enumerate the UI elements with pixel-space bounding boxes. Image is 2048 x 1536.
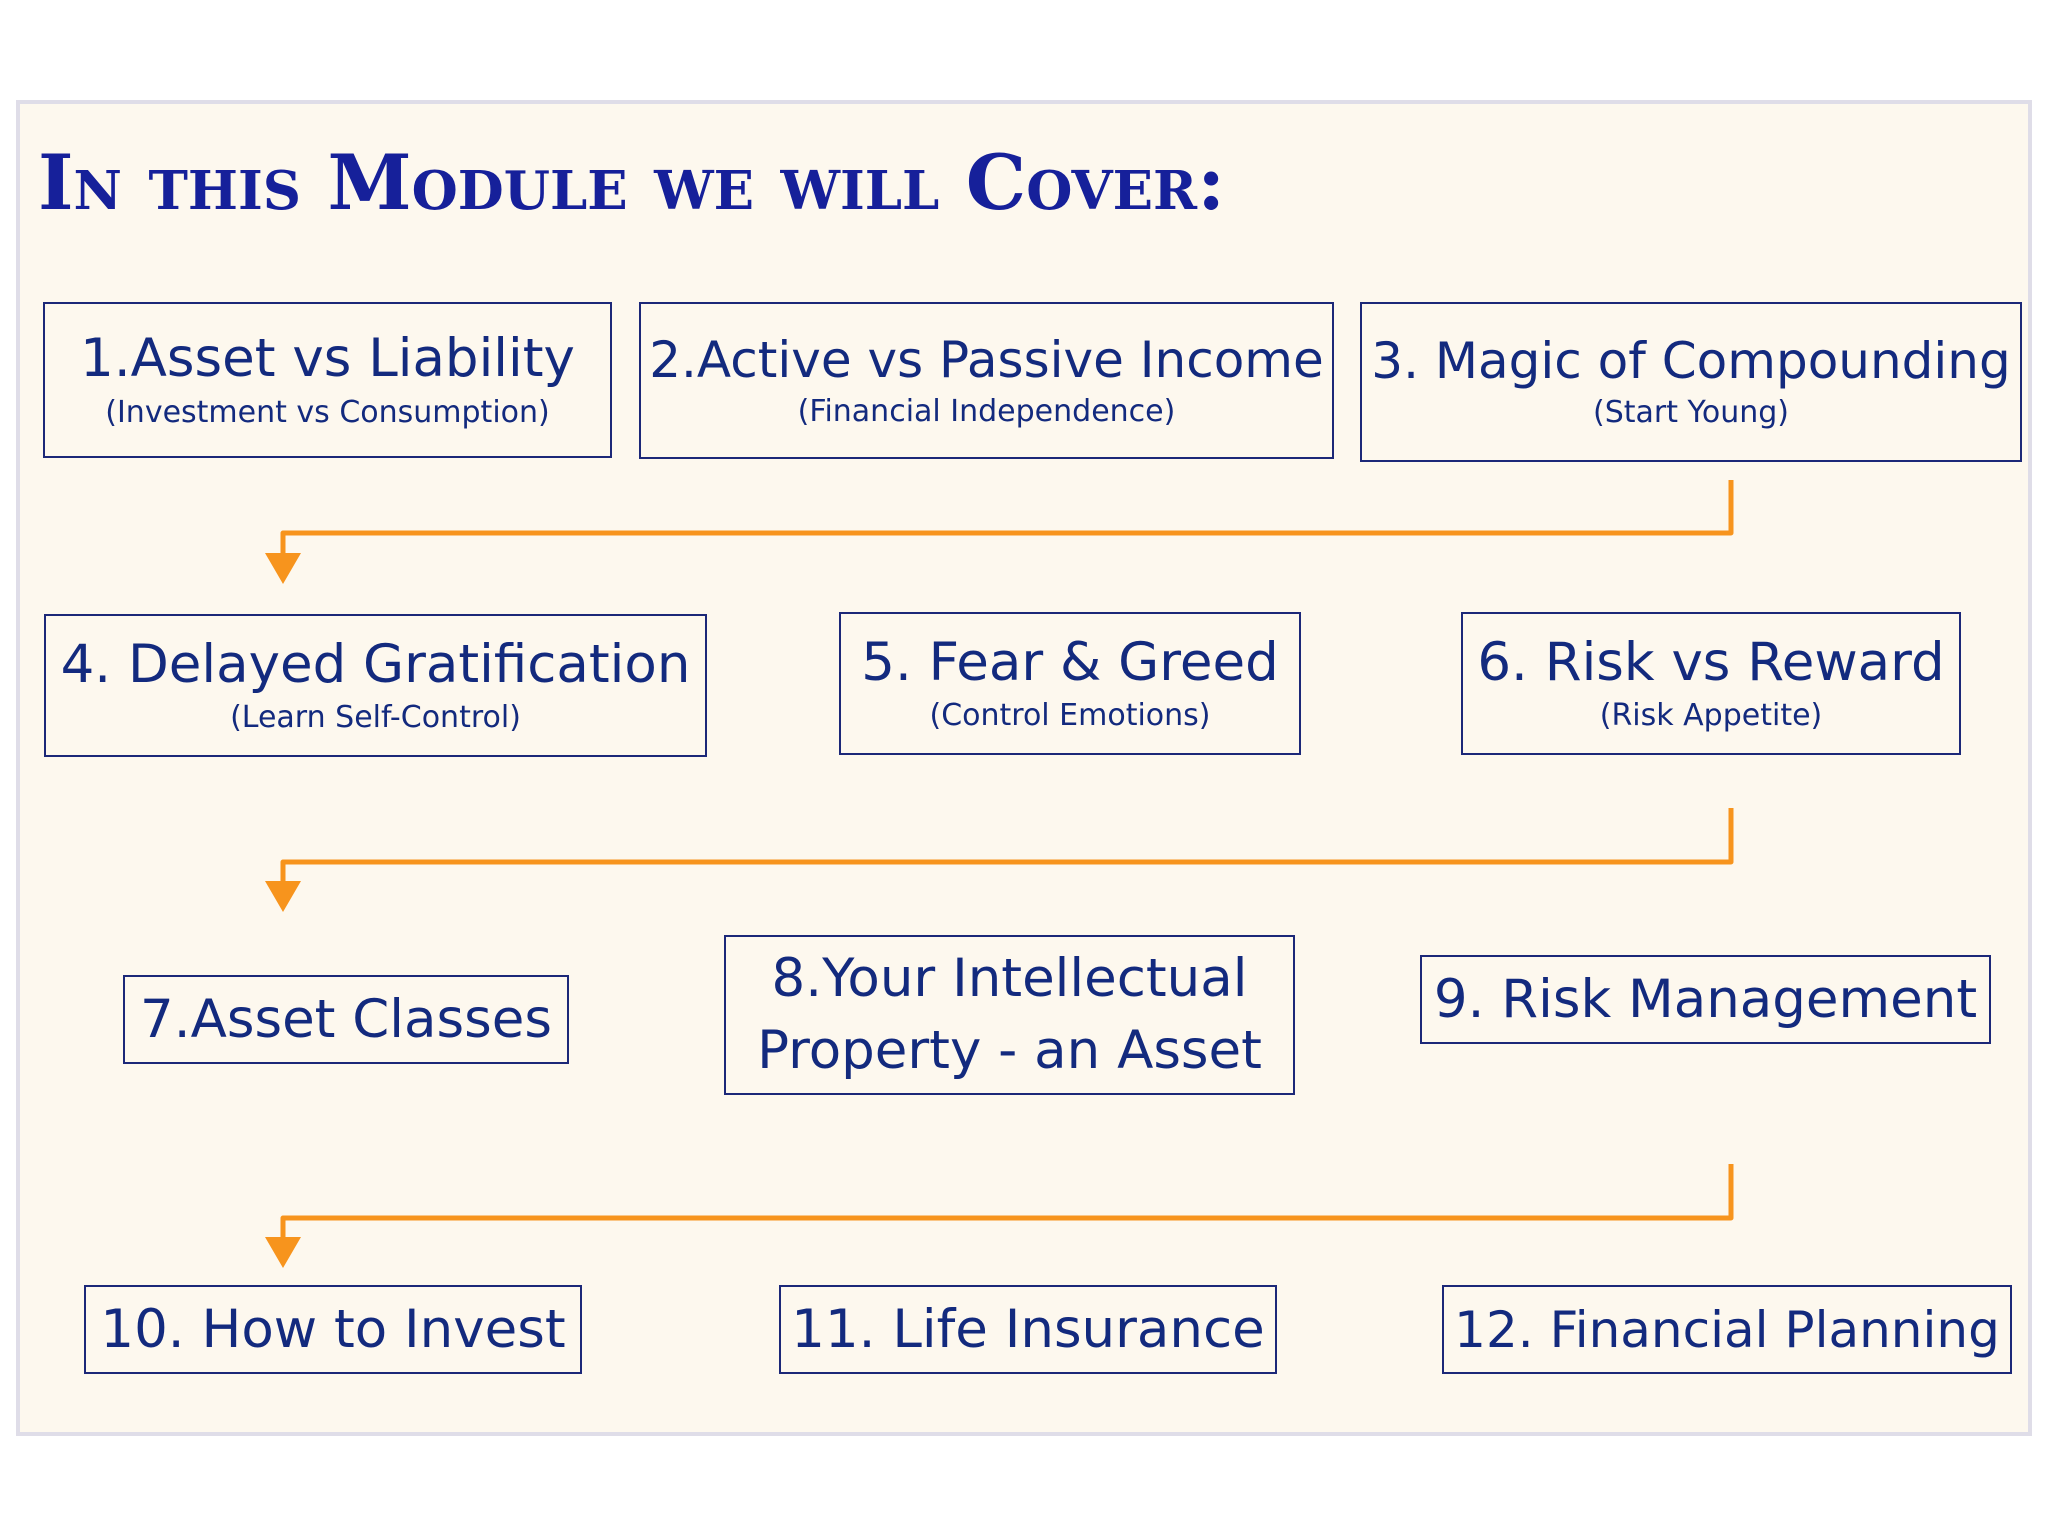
topic-box-8: 8.Your Intellectual Property - an Asset [724, 935, 1295, 1095]
topic-box-7: 7.Asset Classes [123, 975, 569, 1064]
topic-subtitle: (Start Young) [1593, 395, 1789, 430]
topic-box-3: 3. Magic of Compounding (Start Young) [1360, 302, 2022, 462]
connector-3-to-4 [280, 480, 1734, 556]
topic-title: 10. How to Invest [100, 1298, 566, 1360]
arrowhead-icon [265, 553, 301, 584]
topic-box-5: 5. Fear & Greed (Control Emotions) [839, 612, 1301, 755]
topic-title: 4. Delayed Gratification [60, 633, 691, 695]
page-title: In this Module we will Cover: [38, 138, 1226, 227]
topic-title: 5. Fear & Greed [861, 631, 1279, 693]
topic-title: 8.Your Intellectual Property - an Asset [757, 948, 1262, 1081]
connector-9-to-10 [280, 1164, 1734, 1240]
topic-title: 6. Risk vs Reward [1477, 631, 1945, 693]
arrowhead-icon [265, 881, 301, 912]
topic-box-12: 12. Financial Planning [1442, 1285, 2012, 1374]
topic-box-4: 4. Delayed Gratification (Learn Self-Con… [44, 614, 707, 757]
topic-subtitle: (Risk Appetite) [1599, 698, 1823, 734]
topic-title: 11. Life Insurance [791, 1298, 1265, 1360]
topic-title: 1.Asset vs Liability [80, 328, 575, 390]
topic-subtitle: (Financial Independence) [797, 393, 1176, 429]
arrowhead-icon [265, 1237, 301, 1268]
connector-6-to-7 [280, 808, 1734, 884]
topic-title: 2.Active vs Passive Income [649, 330, 1324, 389]
topic-box-1: 1.Asset vs Liability (Investment vs Cons… [43, 302, 612, 458]
topic-box-11: 11. Life Insurance [779, 1285, 1277, 1374]
topic-title: 7.Asset Classes [140, 988, 552, 1050]
topic-title: 9. Risk Management [1433, 968, 1978, 1030]
topic-subtitle: (Investment vs Consumption) [105, 394, 550, 430]
topic-subtitle: (Learn Self-Control) [230, 700, 521, 736]
topic-box-2: 2.Active vs Passive Income (Financial In… [639, 302, 1334, 459]
topic-box-9: 9. Risk Management [1420, 955, 1991, 1044]
topic-box-10: 10. How to Invest [84, 1285, 582, 1374]
topic-title: 12. Financial Planning [1454, 1300, 2000, 1359]
topic-subtitle: (Control Emotions) [929, 698, 1211, 734]
topic-title: 3. Magic of Compounding [1371, 332, 2011, 390]
topic-box-6: 6. Risk vs Reward (Risk Appetite) [1461, 612, 1961, 755]
